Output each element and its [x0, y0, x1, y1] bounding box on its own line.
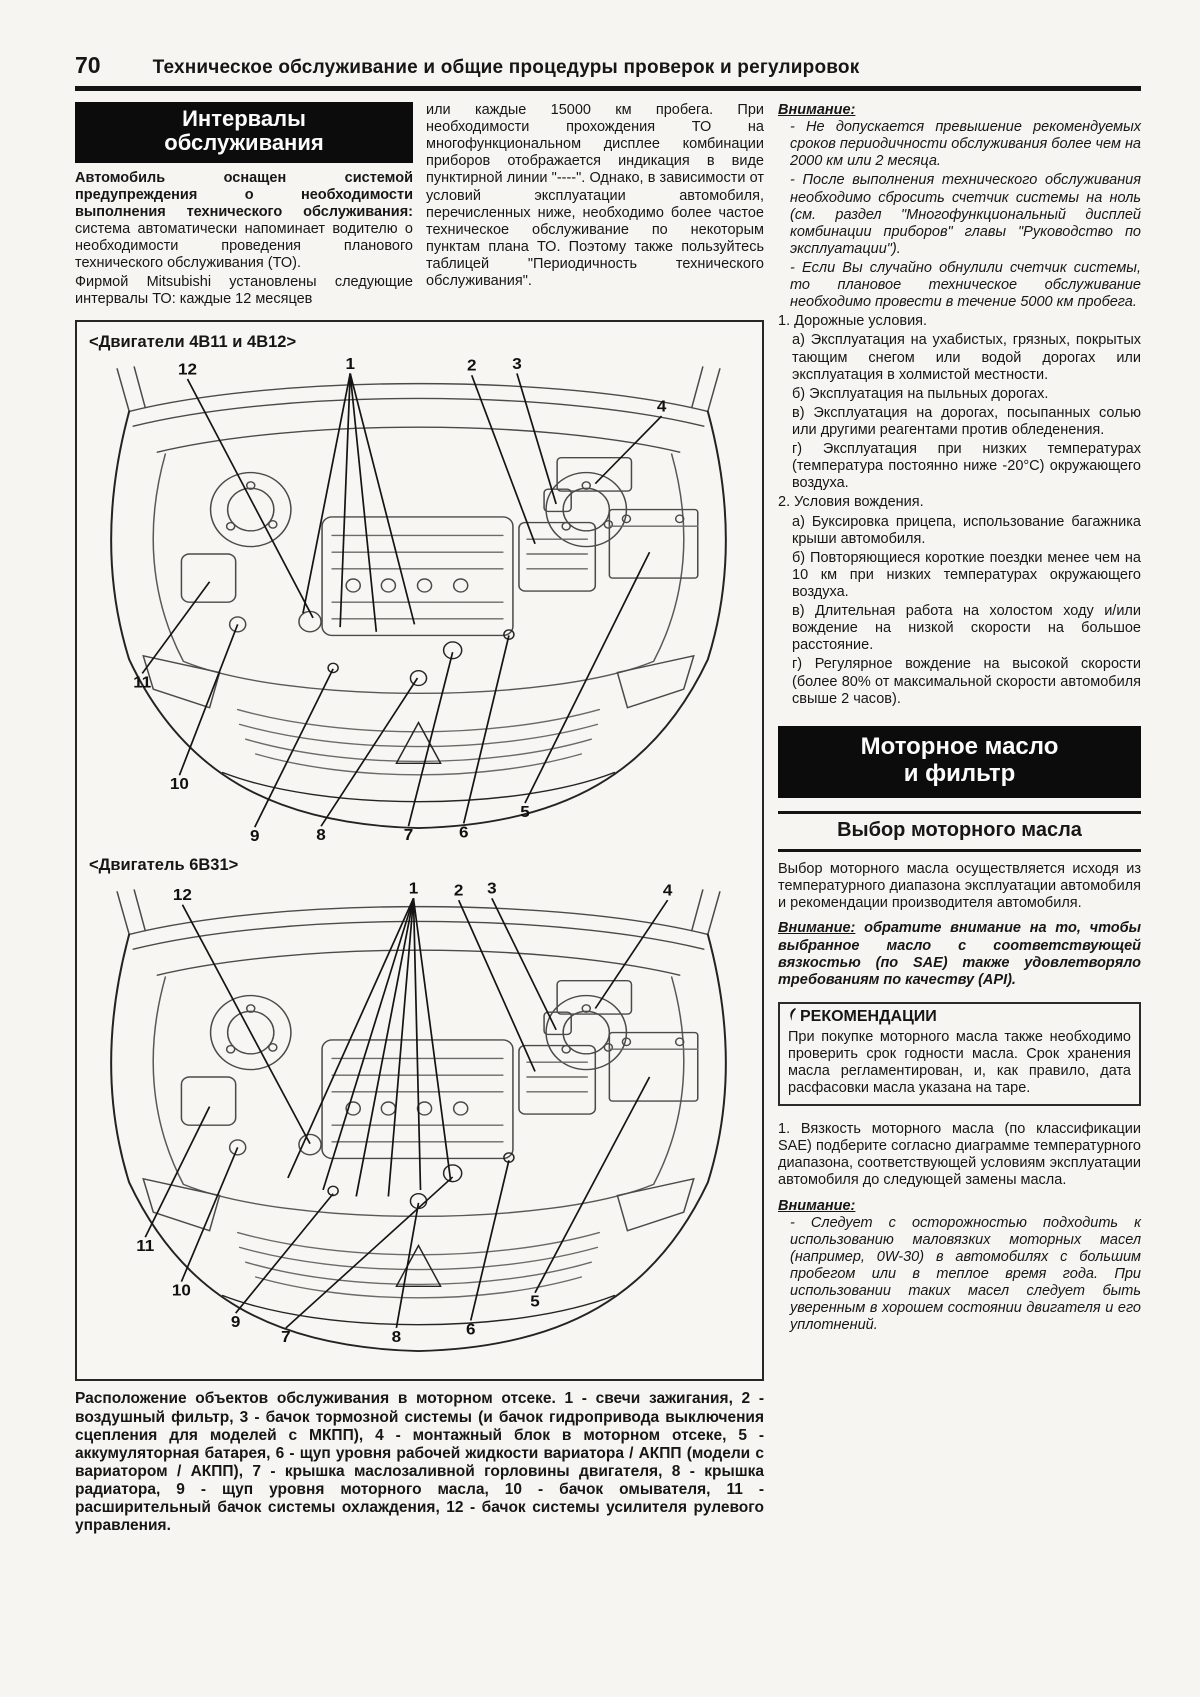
intervals-paragraph-3: или каждые 15000 км пробега. При необход… [426, 102, 764, 290]
svg-text:1: 1 [409, 881, 418, 898]
attention-item: - После выполнения технического обслужив… [790, 172, 1141, 257]
attention-block-2: Внимание: - Следует с осторожностью подх… [778, 1198, 1141, 1335]
attention-item: - Не допускается превышение рекомендуемы… [790, 119, 1141, 170]
page-number: 70 [75, 52, 101, 78]
svg-text:4: 4 [663, 882, 673, 899]
svg-text:10: 10 [172, 1282, 191, 1299]
page-header: 70 Техническое обслуживание и общие проц… [75, 52, 1141, 91]
svg-text:7: 7 [281, 1329, 290, 1346]
diagram-title-6b31: <Двигатель 6В31> [89, 856, 239, 875]
svg-text:9: 9 [231, 1314, 240, 1331]
svg-text:3: 3 [512, 356, 521, 373]
diagram-title-4b11-4b12: <Двигатели 4В11 и 4В12> [89, 333, 297, 352]
svg-text:12: 12 [178, 361, 197, 378]
attention-item: - Следует с осторожностью подходить к ис… [790, 1214, 1141, 1334]
svg-text:5: 5 [520, 804, 529, 821]
svg-text:2: 2 [467, 358, 476, 375]
svg-text:6: 6 [459, 824, 468, 841]
list-item: б) Повторяющиеся короткие поездки менее … [792, 549, 1141, 600]
list-item: в) Эксплуатация на дорогах, посыпанных с… [792, 404, 1141, 438]
svg-text:2: 2 [454, 882, 463, 899]
svg-text:5: 5 [530, 1294, 539, 1311]
list-item: а) Буксировка прицепа, использование баг… [792, 513, 1141, 547]
list-item: г) Эксплуатация при низких температурах … [792, 441, 1141, 492]
oil-viscosity-paragraph: 1. Вязкость моторного масла (по классифи… [778, 1121, 1141, 1189]
attention-block-1: Внимание: - Не допускается превышение ре… [778, 102, 1141, 311]
right-column: Внимание: - Не допускается превышение ре… [778, 102, 1141, 1537]
svg-text:8: 8 [392, 1329, 401, 1346]
list-item: а) Эксплуатация на ухабистых, грязных, п… [792, 332, 1141, 383]
driving-conditions-title: 2. Условия вождения. [778, 494, 924, 511]
intervals-paragraph-1: Автомобиль оснащен системой предупрежден… [75, 169, 413, 272]
svg-text:7: 7 [404, 827, 413, 844]
road-conditions-list: 1. Дорожные условия. а) Эксплуатация на … [778, 313, 1141, 492]
svg-text:11: 11 [133, 674, 151, 691]
attention-item: - Если Вы случайно обнулили счетчик сист… [790, 259, 1141, 311]
svg-text:10: 10 [170, 776, 189, 793]
svg-text:1: 1 [345, 356, 354, 373]
recommendations-text: При покупке моторного масла также необхо… [788, 1028, 1131, 1097]
recommendations-box: РЕКОМЕНДАЦИИ При покупке моторного масла… [778, 1001, 1141, 1107]
oil-attention-note: Внимание: обратите внимание на то, чтобы… [778, 920, 1141, 988]
text-column-2: или каждые 15000 км пробега. При необход… [426, 102, 764, 310]
road-conditions-title: 1. Дорожные условия. [778, 313, 928, 330]
intervals-paragraph-2: Фирмой Mitsubishi установлены следующие … [75, 274, 413, 308]
list-item: г) Регулярное вождение на высокой скорос… [792, 656, 1141, 707]
svg-text:9: 9 [250, 828, 259, 845]
subsection-title-oil-choice: Выбор моторного масла [778, 811, 1141, 853]
list-item: в) Длительная работа на холостом ходу и/… [792, 603, 1141, 654]
driving-conditions-list: 2. Условия вождения. а) Буксировка прице… [778, 494, 1141, 707]
svg-text:3: 3 [487, 881, 496, 898]
svg-text:8: 8 [316, 827, 325, 844]
text-column-1: Интервалы обслуживания Автомобиль оснаще… [75, 102, 413, 310]
attention-label: Внимание: [778, 1197, 856, 1214]
oil-choice-paragraph: Выбор моторного масла осуществляется исх… [778, 861, 1141, 912]
recommendations-title: РЕКОМЕНДАЦИИ [788, 1007, 1131, 1029]
list-item: б) Эксплуатация на пыльных дорогах. [792, 385, 1049, 402]
svg-text:11: 11 [136, 1238, 154, 1255]
section-title-intervals: Интервалы обслуживания [75, 102, 413, 163]
pointing-hand-icon [788, 1007, 799, 1029]
attention-label: Внимание: [778, 102, 856, 118]
figure-caption: Расположение объектов обслуживания в мот… [75, 1390, 764, 1535]
page-title: Техническое обслуживание и общие процеду… [152, 57, 860, 78]
svg-text:4: 4 [657, 398, 667, 415]
svg-text:6: 6 [466, 1321, 475, 1338]
section-title-engine-oil: Моторное масло и фильтр [778, 725, 1141, 799]
svg-text:12: 12 [173, 887, 192, 904]
